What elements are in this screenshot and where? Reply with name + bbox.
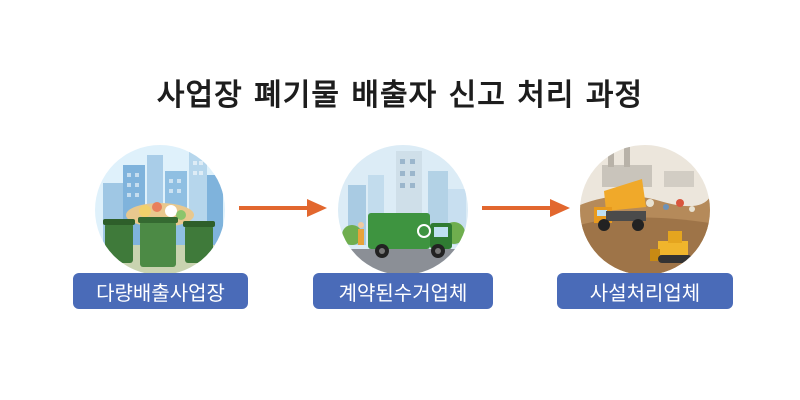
garbage-truck-illustration bbox=[338, 145, 468, 275]
diagram-title: 사업장 폐기물 배출자 신고 처리 과정 bbox=[156, 78, 644, 113]
step-collection-company: 계약된수거업체 bbox=[303, 145, 503, 325]
step-label: 사설처리업체 bbox=[557, 273, 733, 309]
step-disposal-company: 사설처리업체 bbox=[545, 145, 745, 325]
city-waste-bins-illustration bbox=[95, 145, 225, 275]
step-label: 계약된수거업체 bbox=[313, 273, 493, 309]
step-label: 다량배출사업장 bbox=[73, 273, 248, 309]
landfill-dump-truck-illustration bbox=[580, 145, 710, 275]
step-waste-generator: 다량배출사업장 bbox=[60, 145, 260, 325]
arrow-right-icon bbox=[237, 196, 329, 224]
arrow-right-icon bbox=[480, 196, 572, 224]
